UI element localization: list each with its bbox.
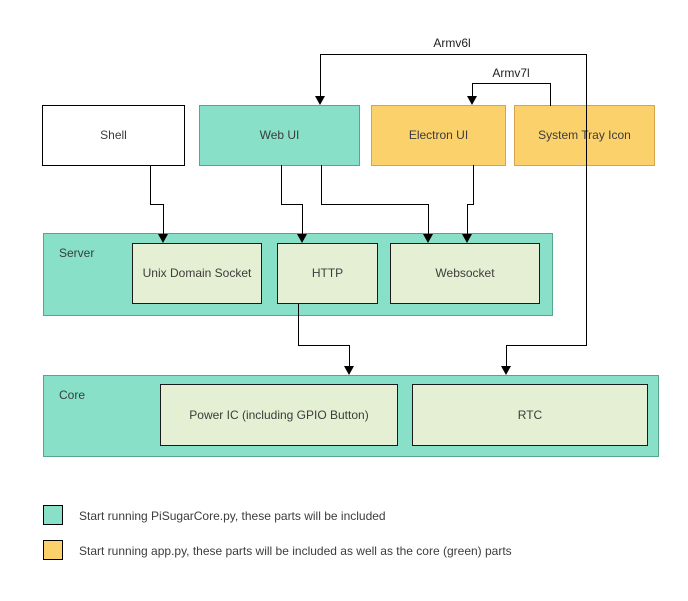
node-shell-label: Shell (100, 128, 127, 143)
node-websocket: Websocket (390, 243, 540, 304)
edge-segment (321, 165, 322, 205)
node-http: HTTP (277, 243, 378, 304)
node-web-ui: Web UI (199, 105, 360, 166)
edge-segment (472, 83, 551, 84)
edge-segment (281, 165, 282, 205)
legend-swatch-core-parts (43, 505, 63, 525)
container-core-label: Core (59, 388, 86, 402)
legend-swatch-app-parts (43, 540, 63, 560)
edge-segment (321, 204, 429, 205)
node-unix-domain-socket-label: Unix Domain Socket (142, 266, 252, 281)
node-power-ic-label: Power IC (including GPIO Button) (189, 407, 369, 422)
edge-segment (467, 204, 468, 235)
edge-segment (163, 204, 164, 235)
edge-segment (506, 345, 587, 346)
node-http-label: HTTP (311, 266, 344, 281)
edge-segment (298, 345, 350, 346)
edge-segment (302, 204, 303, 235)
edge-segment (473, 165, 474, 205)
node-power-ic: Power IC (including GPIO Button) (160, 384, 398, 446)
edge-segment (550, 83, 551, 106)
edge-label-armv7l: Armv7l (489, 66, 533, 80)
arrowhead-down-icon (501, 366, 511, 375)
edge-segment (586, 54, 587, 345)
container-server-label: Server (59, 246, 95, 260)
edge-segment (349, 345, 350, 367)
legend-text-app-parts: Start running app.py, these parts will b… (79, 544, 512, 558)
node-electron-ui: Electron UI (371, 105, 506, 166)
edge-segment (150, 204, 164, 205)
node-system-tray-icon-label: System Tray Icon (538, 128, 631, 143)
node-rtc-label: RTC (517, 407, 543, 422)
edge-segment (320, 54, 321, 97)
node-websocket-label: Websocket (435, 266, 495, 281)
legend-text-core-parts: Start running PiSugarCore.py, these part… (79, 509, 386, 523)
node-unix-domain-socket: Unix Domain Socket (132, 243, 262, 304)
node-rtc: RTC (412, 384, 648, 446)
edge-segment (281, 204, 303, 205)
edge-segment (428, 204, 429, 235)
edge-segment (506, 345, 507, 367)
edge-segment (150, 165, 151, 205)
node-system-tray-icon: System Tray Icon (514, 105, 655, 166)
arrowhead-down-icon (315, 96, 325, 105)
arrowhead-down-icon (467, 96, 477, 105)
edge-segment (320, 54, 587, 55)
edge-segment (472, 83, 473, 97)
node-shell: Shell (42, 105, 185, 166)
edge-segment (467, 204, 474, 205)
node-electron-ui-label: Electron UI (408, 128, 469, 143)
node-web-ui-label: Web UI (259, 128, 300, 143)
edge-label-armv6l: Armv6l (430, 36, 474, 50)
arrowhead-down-icon (344, 366, 354, 375)
